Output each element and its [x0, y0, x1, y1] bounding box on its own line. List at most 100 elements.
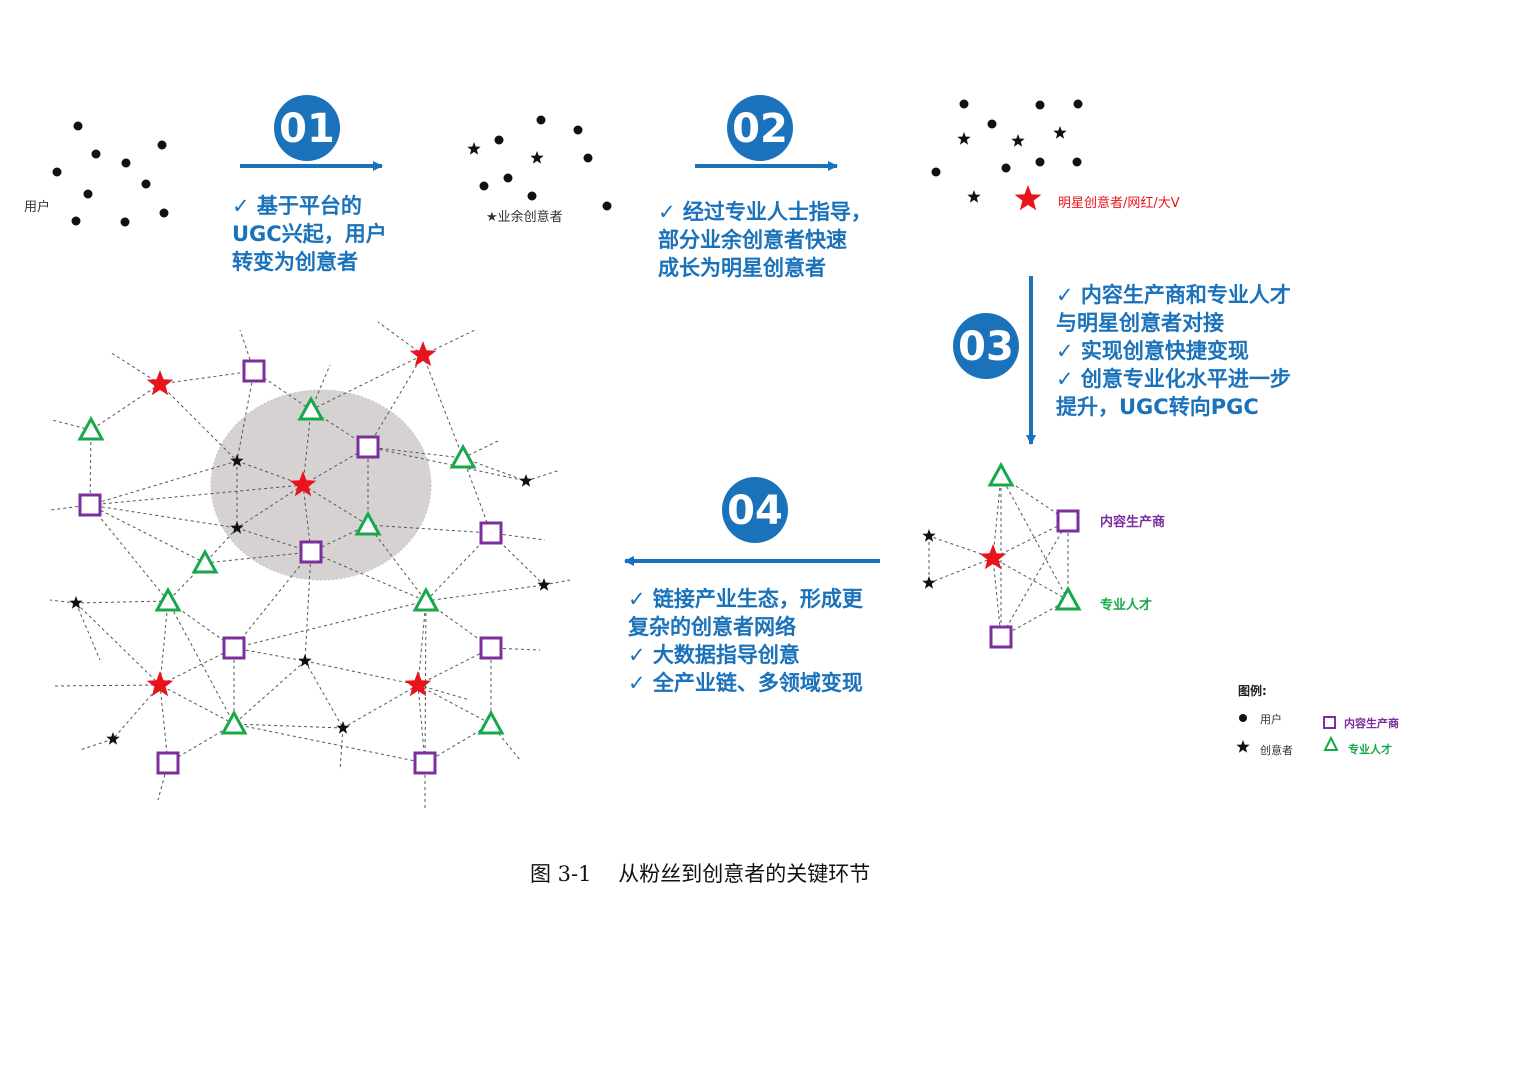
professional-talent-triangle-icon	[297, 395, 325, 421]
network-edge	[236, 527, 312, 553]
creator-star-icon	[336, 721, 350, 734]
step-badge-04	[722, 477, 788, 543]
network-edge	[417, 684, 426, 764]
user-dot-icon	[141, 179, 151, 189]
network-edge	[89, 504, 206, 564]
network-edge	[167, 600, 235, 725]
flow-arrows	[240, 161, 1036, 566]
network-edge	[417, 647, 492, 686]
network-edge	[304, 660, 344, 729]
user-dot-icon	[1001, 163, 1011, 173]
user-dot-icon	[73, 121, 83, 131]
network-edge	[339, 727, 344, 771]
creator-star-icon	[230, 521, 244, 534]
user-dot-icon	[536, 115, 546, 125]
mini-network-edge	[992, 557, 1002, 638]
network-edge	[304, 660, 419, 686]
network-edge	[310, 354, 424, 411]
legend-square-icon	[1323, 716, 1336, 729]
network-edge	[302, 409, 312, 486]
step-badge-01	[274, 95, 340, 161]
creator-star-icon	[1011, 134, 1025, 147]
legend-dot-icon	[1239, 714, 1247, 722]
user-dot-icon	[931, 167, 941, 177]
user-dot-icon	[573, 125, 583, 135]
content-producer-square-icon	[222, 636, 246, 660]
creator-star-icon	[230, 454, 244, 467]
content-producer-square-icon	[413, 751, 437, 775]
network-edge	[367, 446, 527, 482]
user-dot-icon	[1035, 157, 1045, 167]
network-edge	[75, 600, 169, 604]
creator-star-icon	[967, 190, 981, 203]
legend-item-professional-talent: 专业人才	[1348, 743, 1392, 756]
network-edge	[159, 684, 235, 725]
user-dot-icon	[52, 167, 62, 177]
mini-network-edge	[928, 557, 994, 584]
network-edge	[342, 684, 419, 729]
network-edge	[159, 647, 235, 686]
content-producer-square-icon	[78, 493, 102, 517]
network-edge	[302, 484, 369, 526]
content-producer-square-icon	[989, 625, 1013, 649]
star-creator-red-star-icon	[979, 544, 1007, 570]
network-edge	[75, 602, 161, 686]
network-edge	[204, 527, 238, 564]
network-edge	[310, 551, 427, 602]
network-edge	[233, 723, 344, 729]
network-edge	[367, 524, 427, 602]
network-edge	[159, 600, 169, 686]
network-edge	[89, 504, 238, 529]
star-creators-label: 明星创意者/网红/大V	[1058, 196, 1180, 211]
figure-caption: 图 3-1 从粉丝到创意者的关键环节	[530, 862, 871, 886]
step-badge-number-01: 01	[279, 106, 335, 152]
network-edge	[417, 684, 492, 725]
creator-star-icon	[519, 474, 533, 487]
network-edge	[377, 321, 424, 356]
network-edge	[425, 532, 492, 602]
nodes	[52, 99, 1339, 775]
mini-network-edge	[992, 520, 1069, 559]
user-dot-icon	[494, 135, 504, 145]
amateur-creators-label: ★业余创意者	[486, 210, 563, 225]
network-edge	[367, 524, 492, 534]
mini-network-edge	[1000, 520, 1069, 638]
legend-title: 图例:	[1238, 684, 1267, 698]
user-dot-icon	[91, 149, 101, 159]
professional-talent-triangle-icon	[154, 586, 182, 612]
user-dot-icon	[479, 181, 489, 191]
professional-talent-triangle-icon	[191, 548, 219, 574]
professional-talent-triangle-icon	[987, 461, 1015, 487]
step-badge-03	[953, 313, 1019, 379]
creator-star-icon	[537, 578, 551, 591]
network-edge	[109, 351, 161, 385]
content-producer-square-icon	[242, 359, 266, 383]
mini-network-edge	[992, 557, 1069, 601]
network-edge	[233, 660, 306, 725]
content-producer-square-icon	[479, 521, 503, 545]
user-dot-icon	[121, 158, 131, 168]
network-edge	[310, 524, 369, 553]
legend-star-icon	[1236, 740, 1250, 753]
professional-talent-triangle-icon	[449, 443, 477, 469]
network-edge	[233, 551, 312, 649]
user-dot-icon	[157, 140, 167, 150]
legend-triangle-icon	[1323, 735, 1339, 751]
user-dot-icon	[503, 173, 513, 183]
network-edge	[89, 429, 92, 506]
network-edge	[417, 600, 427, 686]
mini-network-edge	[928, 535, 994, 559]
network-edge	[422, 329, 476, 356]
professional-talent-triangle-icon	[77, 415, 105, 441]
network-edge	[462, 457, 527, 482]
professional-talent-triangle-icon	[477, 709, 505, 735]
step-badge-number-03: 03	[958, 324, 1014, 370]
network-edge	[367, 446, 464, 459]
network-edge	[462, 457, 492, 534]
network-edge	[89, 460, 238, 506]
network-edge	[159, 383, 238, 462]
user-dot-icon	[1073, 99, 1083, 109]
